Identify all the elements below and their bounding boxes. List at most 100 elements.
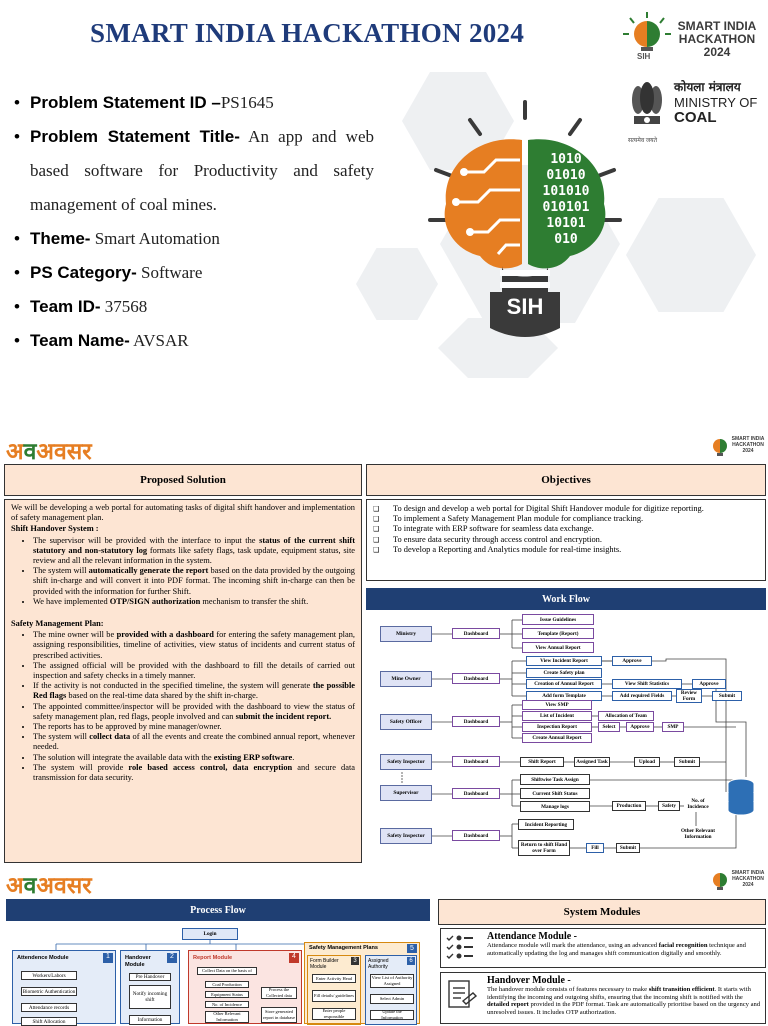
return-shift-box: Return to shift Hand over Form bbox=[518, 840, 570, 856]
shift-item: We have implemented OTP/SIGN authorizati… bbox=[33, 597, 355, 607]
dashboard-box: Dashboard bbox=[452, 716, 500, 727]
process-flow-header: Process Flow bbox=[6, 899, 430, 921]
report-item: Equipment Status bbox=[205, 991, 249, 998]
assigned-authority-card: Assigned Authority 6 View List of Author… bbox=[365, 955, 417, 1025]
attendance-item: Attendance records bbox=[21, 1003, 77, 1012]
ministry-logo: सत्यमेव जयते कोयला मंत्रालय MINISTRY OF … bbox=[628, 78, 768, 146]
sih-bulb-icon bbox=[623, 12, 671, 51]
small-logo-line3: 2024 bbox=[742, 448, 754, 454]
sih-logo-line3: 2024 bbox=[703, 45, 731, 59]
binary-line: 1010 bbox=[550, 152, 582, 167]
form-builder-item: Enter people responsible bbox=[312, 1008, 356, 1020]
assigned-authority-item: Update the Information bbox=[370, 1009, 414, 1020]
handover-item: Pre Handover bbox=[129, 973, 171, 981]
detail-item: Problem Statement ID –PS1645 bbox=[14, 86, 374, 120]
report-module-card: Report Module 4 Collect Data on the basi… bbox=[188, 950, 302, 1024]
small-sih-logo: SMART INDIA HACKATHON 2024 bbox=[710, 868, 766, 894]
add-required-fields-box: Add required Fields bbox=[612, 691, 672, 701]
safety-plans-title: Safety Management Plans bbox=[309, 945, 379, 951]
workflow-diagram: Ministry Mine Owner Safety Officer Safet… bbox=[366, 612, 766, 862]
role-mine-owner: Mine Owner bbox=[380, 671, 432, 687]
role-safety-officer: Safety Officer bbox=[380, 714, 432, 730]
dashboard-box: Dashboard bbox=[452, 673, 500, 684]
safety-item: If the activity is not conducted in the … bbox=[33, 681, 355, 701]
shift-report-box: Shift Report bbox=[520, 757, 564, 767]
proposed-solution-panel: We will be developing a web portal for a… bbox=[4, 499, 362, 863]
shift-item: The supervisor will be provided with the… bbox=[33, 536, 355, 567]
attendance-item: Shift Allocation bbox=[21, 1017, 77, 1026]
detail-item: Team ID- 37568 bbox=[14, 290, 374, 324]
report-module-title: Report Module bbox=[193, 955, 233, 961]
upload-box: Upload bbox=[634, 757, 660, 767]
template-report-box: Template (Report) bbox=[522, 628, 594, 639]
small-sih-logo: SMART INDIA HACKATHON 2024 bbox=[710, 434, 766, 460]
safety-item: The solution will integrate the availabl… bbox=[33, 753, 355, 763]
proposed-solution-header: Proposed Solution bbox=[4, 464, 362, 496]
safety-plans-num: 5 bbox=[407, 944, 417, 953]
shiftwise-task-box: Shiftwise Task Assign bbox=[520, 774, 590, 785]
attendance-module-num: 1 bbox=[103, 953, 113, 963]
safety-item: The system will provide role based acces… bbox=[33, 763, 355, 783]
allocation-team-box: Allocation of Team bbox=[598, 711, 654, 721]
review-form-box: Review Form bbox=[676, 689, 702, 703]
inspection-report-box: Inspection Report bbox=[522, 722, 592, 732]
binary-line: 010101 bbox=[542, 200, 590, 215]
sih-logo-line2: HACKATHON bbox=[678, 32, 756, 46]
creation-annual-report-box: Creation of Annual Report bbox=[526, 679, 602, 689]
safety-item: The appointed committee/inspector will b… bbox=[33, 702, 355, 722]
small-logo-line3: 2024 bbox=[742, 882, 754, 888]
small-logo-line1: SMART INDIA bbox=[731, 870, 765, 876]
process-flow-diagram: Login Attendence Module 1 Workers/Labors… bbox=[6, 922, 430, 1026]
report-item: Collect Data on the basis of bbox=[197, 967, 257, 975]
objectives-panel: ❑To design and develop a web portal for … bbox=[366, 499, 766, 581]
handover-module-entry: Handover Module - The handover module co… bbox=[440, 972, 766, 1024]
binary-line: 101010 bbox=[542, 184, 590, 199]
small-logo-line2: HACKATHON bbox=[732, 442, 764, 448]
create-annual-report-box: Create Annual Report bbox=[522, 733, 592, 743]
form-builder-item: Enter Activity Head bbox=[312, 974, 356, 983]
objective-item: ❑To develop a Reporting and Analytics mo… bbox=[373, 544, 622, 554]
assigned-authority-title: Assigned Authority bbox=[368, 958, 389, 970]
binary-line: 01010 bbox=[546, 168, 586, 183]
ministry-line1: MINISTRY OF bbox=[674, 95, 758, 110]
view-incident-report-box: View Incident Report bbox=[526, 656, 602, 666]
safety-item: The reports has to be approved by mine m… bbox=[33, 722, 355, 732]
incidence-box: No. of Incidence bbox=[687, 798, 709, 810]
report-item: No. of Incidence bbox=[205, 1001, 249, 1008]
objective-item: ❑To ensure data security through access … bbox=[373, 534, 602, 544]
role-supervisor: Supervisor bbox=[380, 785, 432, 801]
manage-logs-box: Manage logs bbox=[520, 801, 590, 812]
dashboard-box: Dashboard bbox=[452, 628, 500, 639]
create-safety-plan-box: Create Safety plan bbox=[526, 668, 602, 678]
incident-reporting-box: Incident Reporting bbox=[518, 819, 574, 830]
objectives-header: Objectives bbox=[366, 464, 766, 496]
approve-box: Approve bbox=[612, 656, 652, 666]
attendance-item: Biometric Authentication bbox=[21, 987, 77, 996]
sih-badge: SIH bbox=[637, 52, 651, 61]
view-smp-box: View SMP bbox=[522, 700, 592, 710]
safety-plans-card: Safety Management Plans 5 Form Builder M… bbox=[304, 942, 420, 1025]
submit-box: Submit bbox=[712, 691, 742, 701]
binary-line: 10101 bbox=[546, 216, 586, 231]
brain-bulb-illustration: 1010 01010 101010 010101 10101 010 SIH bbox=[420, 100, 630, 340]
safety-plan-title: Safety Management Plan: bbox=[11, 619, 104, 629]
proposed-intro: We will be developing a web portal for a… bbox=[11, 503, 355, 523]
objective-item: ❑To design and develop a web portal for … bbox=[373, 504, 704, 513]
national-emblem-icon bbox=[632, 82, 662, 124]
login-button[interactable]: Login bbox=[182, 928, 238, 940]
objective-item: ❑To integrate with ERP software for seam… bbox=[373, 524, 594, 534]
checkbox-icon: ❑ bbox=[373, 505, 380, 513]
report-item: Other Relevant Information bbox=[205, 1011, 249, 1023]
page-title: SMART INDIA HACKATHON 2024 bbox=[90, 18, 525, 48]
safety-item: The mine owner will be provided with a d… bbox=[33, 630, 355, 661]
small-logo-line1: SMART INDIA bbox=[731, 436, 765, 442]
approve-box: Approve bbox=[626, 722, 654, 732]
report-item: Store generated report in database bbox=[261, 1007, 297, 1023]
workflow-connectors bbox=[401, 619, 747, 849]
report-item: Process the Collected data bbox=[261, 987, 297, 999]
submit-box: Submit bbox=[616, 843, 640, 853]
form-builder-title: Form Builder Module bbox=[310, 958, 339, 970]
checkbox-icon: ❑ bbox=[373, 525, 380, 534]
assigned-authority-item: Select Admin bbox=[370, 994, 414, 1004]
handover-module-heading: Handover Module - bbox=[487, 975, 571, 986]
